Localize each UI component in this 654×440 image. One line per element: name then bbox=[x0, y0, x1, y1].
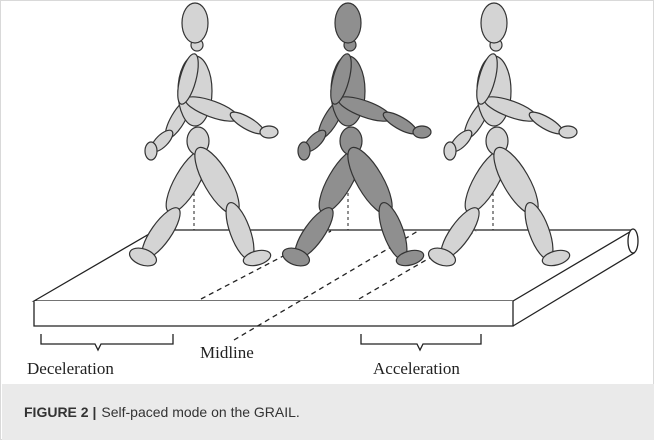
caption-bar: FIGURE 2 |Self-paced mode on the GRAIL. bbox=[2, 384, 654, 440]
treadmill-platform bbox=[31, 228, 639, 327]
belt-dash-left bbox=[200, 230, 332, 300]
deceleration-label: Deceleration bbox=[27, 359, 114, 378]
caption-text: Self-paced mode on the GRAIL. bbox=[101, 404, 300, 420]
figure-caption: FIGURE 2 |Self-paced mode on the GRAIL. bbox=[24, 404, 300, 420]
acceleration-bracket bbox=[360, 334, 482, 352]
caption-label: FIGURE 2 | bbox=[24, 404, 97, 420]
grail-diagram: Deceleration Midline Acceleration bbox=[27, 2, 639, 378]
deceleration-bracket bbox=[40, 334, 174, 352]
midline-label: Midline bbox=[200, 343, 254, 362]
acceleration-label: Acceleration bbox=[373, 359, 460, 378]
